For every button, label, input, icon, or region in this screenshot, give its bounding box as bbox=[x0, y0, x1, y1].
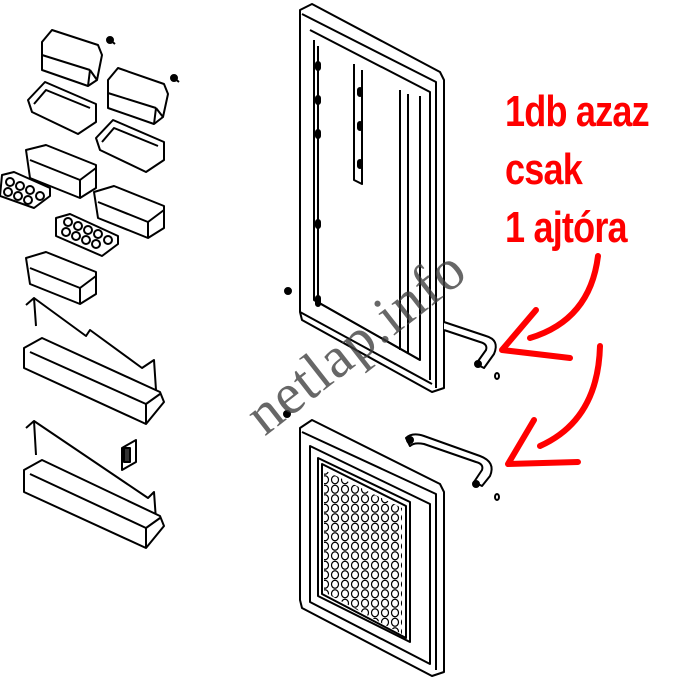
deep-bin-1 bbox=[25, 144, 97, 199]
screw-icon bbox=[283, 410, 291, 418]
upper-handle bbox=[443, 321, 497, 369]
bottle-rack-2 bbox=[23, 420, 165, 549]
annotation-line-3: 1 ajtóra bbox=[505, 203, 628, 252]
vent-holes bbox=[324, 470, 402, 634]
shelf-cover-1 bbox=[41, 29, 103, 87]
screw-icon bbox=[106, 36, 116, 45]
washer-icon bbox=[494, 372, 500, 380]
upper-door bbox=[299, 3, 445, 393]
screw-icon bbox=[284, 287, 292, 295]
screw-icon bbox=[170, 74, 180, 83]
egg-tray-2 bbox=[55, 213, 119, 257]
small-bin-2 bbox=[95, 119, 165, 173]
deep-bin-2 bbox=[93, 185, 165, 239]
deep-bin-3 bbox=[25, 251, 97, 305]
annotation-line-1: 1db azaz bbox=[505, 87, 650, 136]
annotation-line-2: csak bbox=[505, 145, 583, 194]
bottle-rack-1 bbox=[23, 297, 165, 425]
shelf-cover-2 bbox=[107, 67, 169, 125]
red-arrow-lower bbox=[505, 343, 603, 467]
small-bin-1 bbox=[27, 81, 97, 135]
clip-part bbox=[121, 439, 137, 471]
egg-tray-1 bbox=[0, 171, 51, 209]
red-arrow-upper bbox=[499, 253, 601, 361]
washer-icon bbox=[494, 493, 500, 501]
lower-handle bbox=[405, 433, 493, 488]
